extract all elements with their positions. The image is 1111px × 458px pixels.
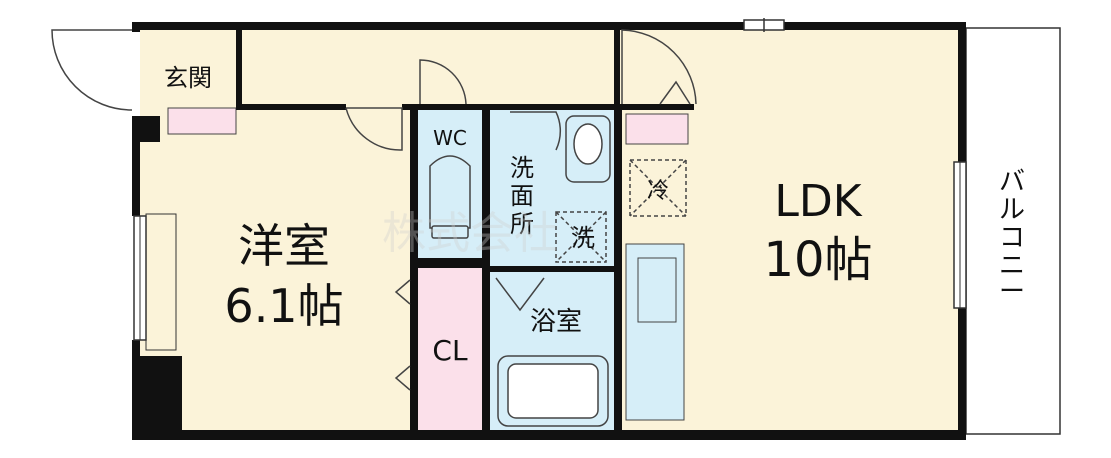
doors — [51, 29, 697, 391]
youshitsu-door — [345, 107, 403, 151]
bathtub-inner — [507, 363, 599, 419]
fixtures — [429, 115, 687, 427]
closet-door-1 — [394, 279, 411, 305]
label-washer: 洗 — [571, 224, 595, 252]
wall-bottom — [132, 430, 966, 440]
wall-mid-h3 — [618, 104, 694, 110]
label-youshitsu-size: 6.1帖 — [224, 279, 343, 333]
wall-genkan-right — [236, 30, 242, 110]
wall-left-block — [132, 356, 182, 440]
label-ldk-size: 10帖 — [763, 232, 872, 288]
labels: 玄関 WC 洗 面 所 洗 冷 洋室 6.1帖 浴室 CL LDK 10帖 バ … — [164, 64, 1025, 367]
balcony-area — [965, 27, 1061, 435]
watermark: 株式会社 — [382, 208, 558, 259]
label-balcony-5: ー — [999, 277, 1025, 307]
toilet — [429, 155, 471, 229]
washroom-door — [510, 111, 562, 151]
label-youshitsu-name: 洋室 — [238, 219, 330, 273]
label-washroom-2: 面 — [510, 182, 534, 210]
wall-bath-top — [482, 266, 618, 272]
label-genkan: 玄関 — [164, 64, 212, 92]
label-balcony-4: ニ — [999, 251, 1025, 281]
fridge-space — [629, 159, 687, 217]
entrance-door — [51, 29, 133, 111]
toilet-tank — [431, 225, 469, 239]
ldk-storage — [625, 113, 689, 145]
closet-floor — [416, 268, 484, 434]
label-balcony-3: コ — [999, 223, 1025, 253]
label-wc: WC — [433, 126, 467, 150]
walls — [132, 22, 966, 440]
wall-right — [958, 22, 966, 162]
wash-basin-bowl — [573, 123, 603, 165]
genkan-shoebox — [167, 107, 237, 135]
washer-pan — [555, 211, 607, 263]
wall-top-left — [132, 22, 744, 30]
label-ldk-name: LDK — [774, 176, 862, 227]
label-fridge: 冷 — [647, 179, 669, 204]
wall-corridor-right — [614, 30, 620, 104]
wall-right-lower — [958, 308, 966, 440]
label-balcony-2: ル — [999, 195, 1025, 225]
wall-mid-h2 — [402, 104, 618, 110]
wall-left — [132, 116, 140, 216]
label-bath: 浴室 — [530, 307, 582, 337]
closet-door-2 — [394, 365, 411, 391]
label-balcony-1: バ — [999, 167, 1025, 197]
label-closet: CL — [432, 334, 468, 367]
youshitsu-floor — [140, 108, 412, 434]
wall-wc-left — [410, 104, 418, 434]
wall-mid-h — [236, 104, 346, 110]
youshitsu-wall-panel — [145, 213, 177, 351]
windows — [133, 18, 967, 351]
floor-fills — [140, 27, 1061, 435]
bath-door — [495, 277, 545, 312]
wall-top-right — [784, 22, 966, 30]
label-washroom-3: 所 — [510, 210, 534, 238]
wall-wc-bottom — [410, 258, 490, 268]
wall-left-top — [132, 22, 140, 32]
corridor-door — [419, 59, 467, 105]
sink-basin — [637, 257, 677, 323]
label-washroom-1: 洗 — [510, 154, 534, 182]
ldk-door — [621, 29, 697, 105]
ldk-door-triangle — [659, 80, 691, 105]
